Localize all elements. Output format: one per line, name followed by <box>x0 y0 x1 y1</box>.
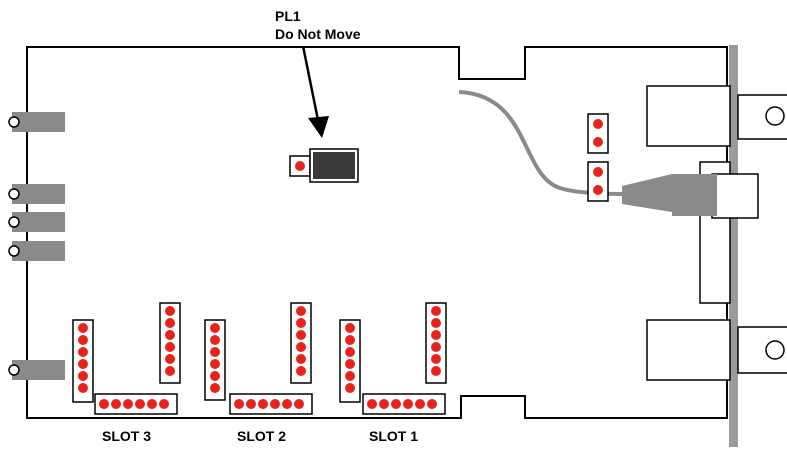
right-connector-mid-port <box>711 173 759 219</box>
slot-3-connectors <box>72 302 181 415</box>
callout-title: PL1 <box>275 8 301 24</box>
edge-connector-1 <box>8 112 65 132</box>
edge-connector-5 <box>8 360 65 380</box>
slot-3-label: SLOT 3 <box>102 428 151 444</box>
jumper-header-top <box>587 113 609 154</box>
edge-connector-4 <box>8 241 65 261</box>
pl1-jumper <box>289 148 359 183</box>
edge-connector-3 <box>8 212 65 232</box>
right-connector-top-body <box>646 85 731 147</box>
slot-2-connectors <box>204 302 313 415</box>
slot-2-label: SLOT 2 <box>237 428 286 444</box>
right-connector-bottom-hole <box>765 340 785 360</box>
right-connectors <box>646 85 787 381</box>
connector-icon <box>622 174 717 216</box>
right-connector-bottom-body <box>646 319 731 381</box>
right-connector-top-hole <box>765 106 785 126</box>
arrow-down-icon <box>301 45 329 138</box>
mounting-bracket <box>729 45 738 447</box>
callout-subtitle: Do Not Move <box>275 26 361 42</box>
slot-1-connectors <box>339 302 447 415</box>
left-edge-connectors <box>8 112 65 380</box>
jumper-header-bottom <box>587 161 609 202</box>
slot-1-label: SLOT 1 <box>369 428 418 444</box>
edge-connector-2 <box>8 184 65 204</box>
circuit-board-outline <box>26 46 728 419</box>
